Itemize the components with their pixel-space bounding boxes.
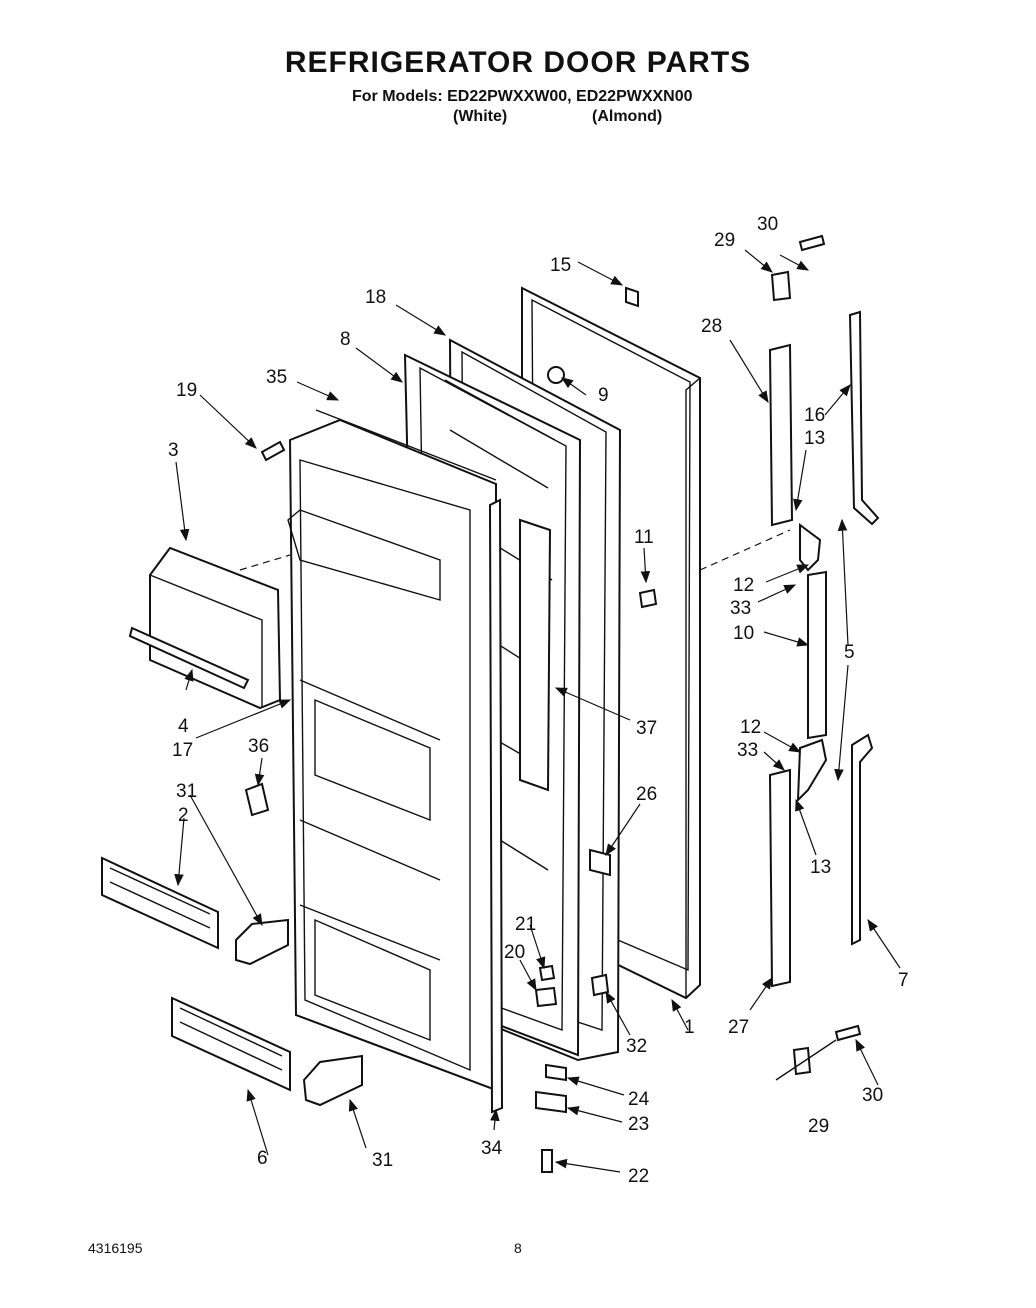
plug-9 xyxy=(547,366,565,384)
callout-label: 33 xyxy=(730,598,751,619)
callout-label: 11 xyxy=(634,527,654,548)
callout-label: 18 xyxy=(365,287,386,308)
screw-22 xyxy=(541,1149,553,1173)
callout-label: 6 xyxy=(257,1148,268,1169)
dairy-door xyxy=(149,546,282,710)
hinge-pin-23 xyxy=(535,1090,567,1114)
handle-28 xyxy=(768,343,794,527)
shelf-end-cap-lower xyxy=(302,1054,363,1107)
callout-label: 4 xyxy=(178,716,189,737)
cam-26 xyxy=(589,848,611,877)
door-shelf-lower xyxy=(171,996,291,1092)
callout-label: 31 xyxy=(176,781,197,802)
dairy-shelf-strip xyxy=(128,626,250,690)
shelf-end-cap-upper xyxy=(235,918,289,966)
handle-10 xyxy=(807,570,827,740)
bracket-11 xyxy=(638,588,658,609)
clip-29-upper xyxy=(770,270,792,302)
callout-label: 8 xyxy=(340,329,351,350)
bushing-20 xyxy=(534,986,558,1008)
callout-label: 36 xyxy=(248,736,269,757)
callout-label: 27 xyxy=(728,1017,749,1038)
callout-label: 32 xyxy=(626,1036,647,1057)
document-number: 4316195 xyxy=(88,1240,143,1256)
color-white-label: (White) xyxy=(453,108,508,125)
callout-label: 1 xyxy=(684,1017,695,1038)
callout-label: 26 xyxy=(636,784,657,805)
bracket-13-lower xyxy=(796,738,828,803)
alignment-line-dairy xyxy=(239,554,291,571)
callout-label: 10 xyxy=(733,623,754,644)
callout-label: 28 xyxy=(701,316,722,337)
callout-label: 12 xyxy=(733,575,754,596)
callout-label: 5 xyxy=(844,642,855,663)
leader-lines xyxy=(174,249,901,1173)
callout-label: 13 xyxy=(804,428,825,449)
callout-label: 30 xyxy=(862,1085,883,1106)
callout-label: 16 xyxy=(804,405,825,426)
callout-label: 24 xyxy=(628,1089,650,1110)
callout-label: 7 xyxy=(898,970,909,991)
stop-32 xyxy=(590,973,610,997)
callout-label: 22 xyxy=(628,1166,649,1187)
callout-label: 17 xyxy=(172,740,193,761)
callout-label: 2 xyxy=(178,805,189,826)
trim-7 xyxy=(851,733,874,946)
callout-label: 37 xyxy=(636,718,657,739)
callout-label: 33 xyxy=(737,740,758,761)
callout-labels: 30 29 15 18 28 8 9 35 19 16 13 3 11 12 3… xyxy=(168,214,909,1187)
page-number: 8 xyxy=(514,1240,522,1256)
color-almond-label: (Almond) xyxy=(592,108,663,125)
callout-label: 29 xyxy=(808,1116,829,1137)
inner-door-liner xyxy=(287,409,497,1092)
screw-30-lower xyxy=(834,1024,862,1042)
callout-label: 31 xyxy=(372,1150,393,1171)
callout-label: 19 xyxy=(176,380,197,401)
callout-label: 30 xyxy=(757,214,778,235)
vertical-trim-strip xyxy=(488,498,504,1114)
clip-29-lower xyxy=(792,1046,812,1076)
trim-16 xyxy=(848,310,880,526)
callout-label: 20 xyxy=(504,942,525,963)
screw-30-upper xyxy=(798,234,826,252)
clip-36 xyxy=(244,782,270,817)
callout-label: 35 xyxy=(266,367,287,388)
model-list: For Models: ED22PWXXW00, ED22PWXXN00 xyxy=(352,88,693,105)
callout-label: 23 xyxy=(628,1114,649,1135)
page-title: REFRIGERATOR DOOR PARTS xyxy=(284,46,752,79)
callout-label: 21 xyxy=(515,914,536,935)
washer-21 xyxy=(538,964,556,982)
door-shelf-upper xyxy=(101,856,219,950)
callout-label: 9 xyxy=(598,385,609,406)
callout-label: 12 xyxy=(740,717,761,738)
alignment-line-handle xyxy=(699,529,791,571)
callout-label: 15 xyxy=(550,255,571,276)
bracket-13-upper xyxy=(799,523,822,572)
callout-label: 34 xyxy=(481,1138,503,1159)
callout-label: 29 xyxy=(714,230,735,251)
screw-19 xyxy=(260,440,286,462)
handle-27 xyxy=(768,768,791,988)
label-15 xyxy=(625,286,639,308)
callout-label: 3 xyxy=(168,440,179,461)
callout-label: 13 xyxy=(810,857,831,878)
hinge-24 xyxy=(545,1063,567,1082)
